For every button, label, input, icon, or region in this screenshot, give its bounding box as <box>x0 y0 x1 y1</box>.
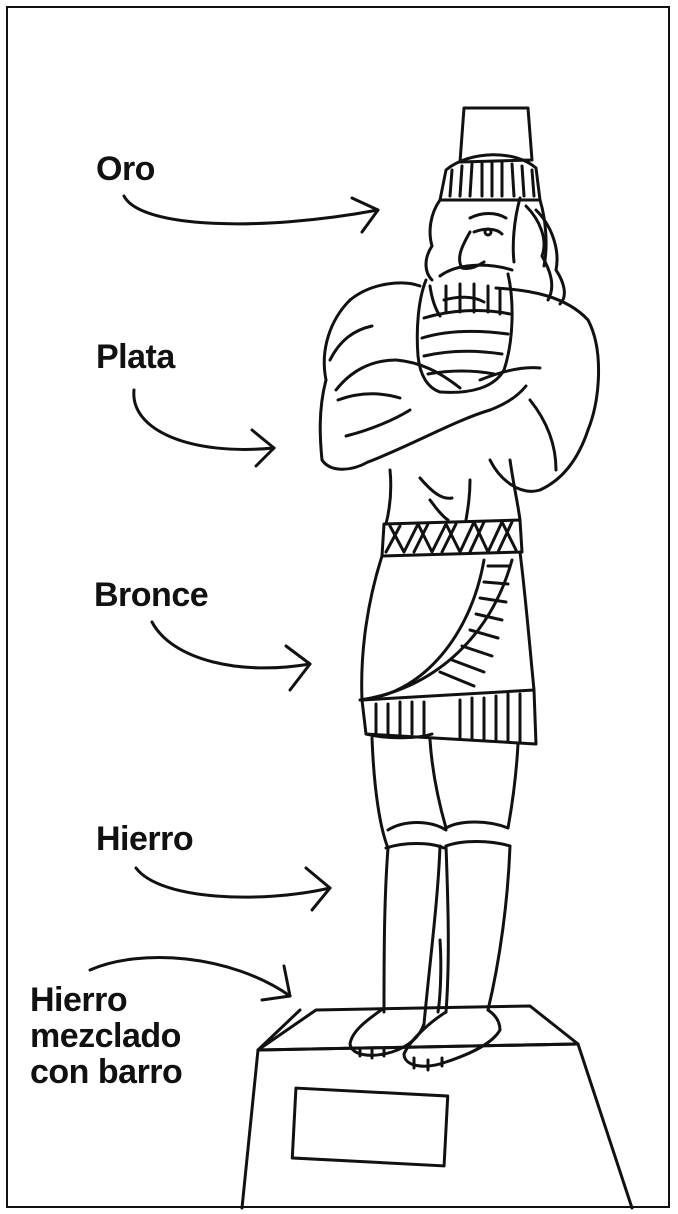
label-bronce: Bronce <box>94 578 208 612</box>
arrow-plata <box>134 390 274 466</box>
arrow-bronce <box>152 622 310 690</box>
label-mezcla-line-2: mezclado <box>30 1018 182 1054</box>
label-mezcla-line-1: Hierro <box>30 982 182 1018</box>
arrow-hierro <box>136 868 330 910</box>
label-hierro-mezclado-con-barro: Hierro mezclado con barro <box>30 982 182 1090</box>
legs <box>372 738 518 1024</box>
kilt <box>360 520 536 744</box>
arrow-oro <box>124 196 378 232</box>
pedestal <box>242 1006 632 1208</box>
label-hierro: Hierro <box>96 822 193 856</box>
label-plata: Plata <box>96 340 175 374</box>
arms <box>320 283 598 491</box>
label-oro: Oro <box>96 152 155 186</box>
head <box>417 108 564 392</box>
label-mezcla-line-3: con barro <box>30 1054 182 1090</box>
